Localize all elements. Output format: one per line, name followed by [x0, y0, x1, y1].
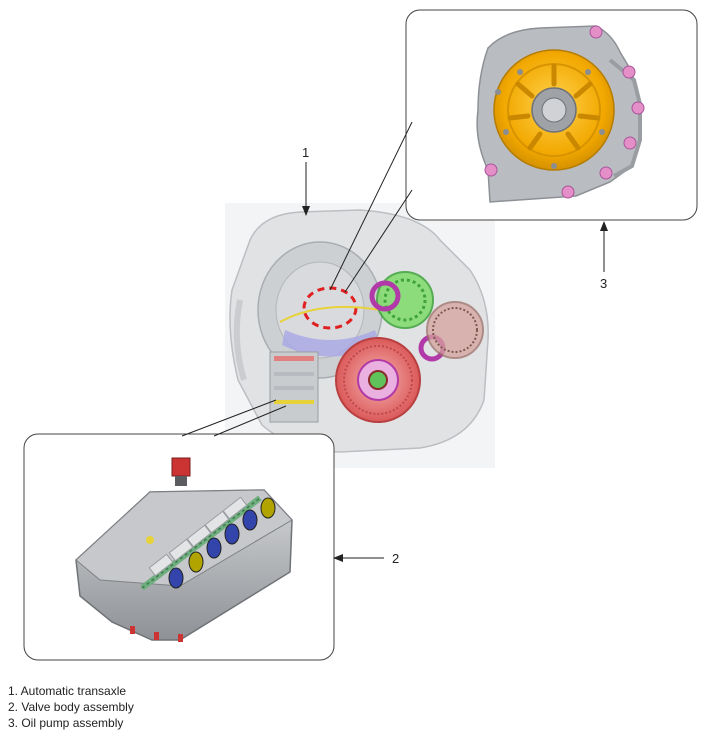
automatic-transaxle-illustration [225, 203, 495, 468]
legend: 1. Automatic transaxle 2. Valve body ass… [8, 683, 134, 731]
legend-item: 1. Automatic transaxle [8, 684, 127, 698]
legend-item: 2. Valve body assembly [8, 700, 134, 714]
callout-label-1: 1 [302, 145, 310, 160]
callout-label-2: 2 [392, 551, 400, 566]
legend-item: 3. Oil pump assembly [8, 716, 124, 730]
oil-pump-inset [405, 9, 698, 221]
callout-label-3: 3 [600, 276, 608, 291]
leader-lines [181, 121, 413, 437]
valve-body-inset [23, 433, 335, 661]
